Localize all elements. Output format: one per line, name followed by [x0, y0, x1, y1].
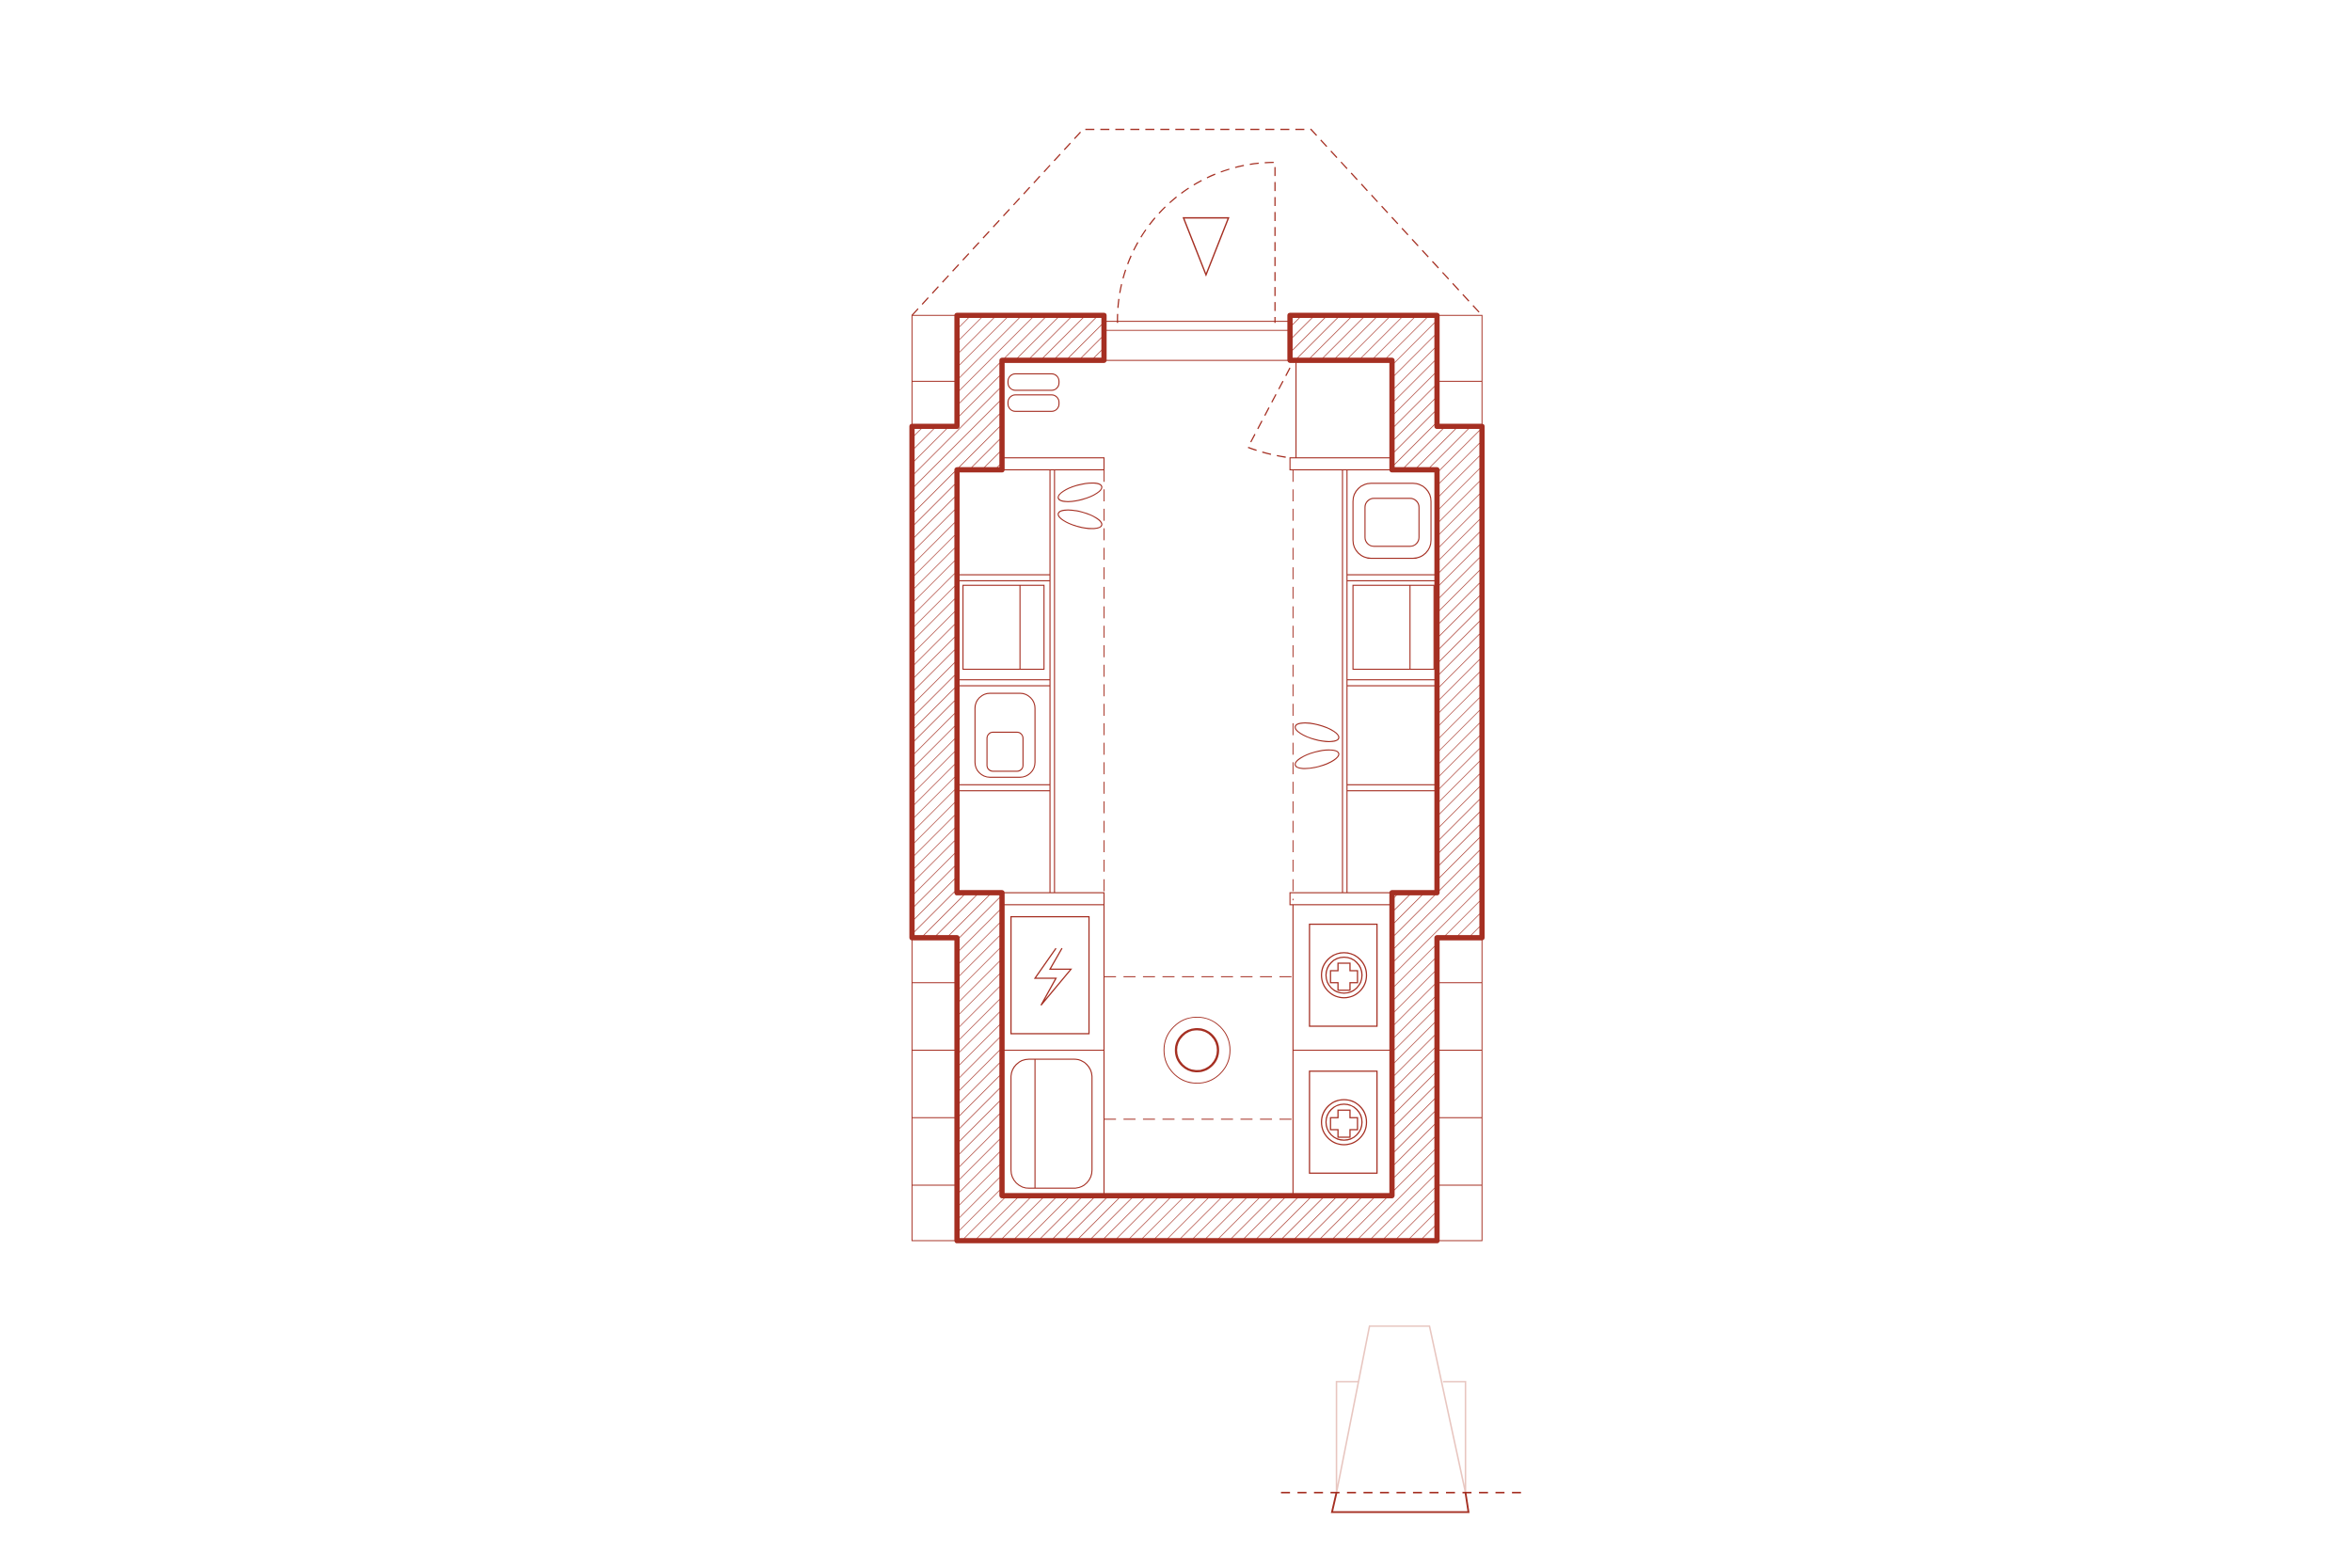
cladding-lines — [911, 314, 1483, 1242]
drain-circle-icon — [1163, 1016, 1231, 1085]
sneakers-icon — [1057, 482, 1340, 769]
door-swing — [1117, 161, 1276, 324]
folded-clothes-icon — [962, 584, 1435, 671]
porch-outline — [911, 128, 1483, 316]
corridor-lines — [1103, 469, 1294, 1120]
first-aid-cross-icon — [1309, 923, 1378, 1174]
left-storage — [957, 457, 1105, 1196]
inner-door-swing — [1247, 367, 1291, 459]
duffel-bag-icon — [1010, 1058, 1093, 1189]
lightning-icon — [1009, 915, 1090, 1035]
shoes-icon — [1007, 372, 1060, 412]
key-plan-icon — [1280, 1325, 1524, 1513]
right-storage — [1289, 360, 1438, 1196]
entry-arrow-icon — [1182, 216, 1230, 277]
backpack-icon — [974, 483, 1432, 778]
exterior-wall — [909, 312, 1486, 1243]
